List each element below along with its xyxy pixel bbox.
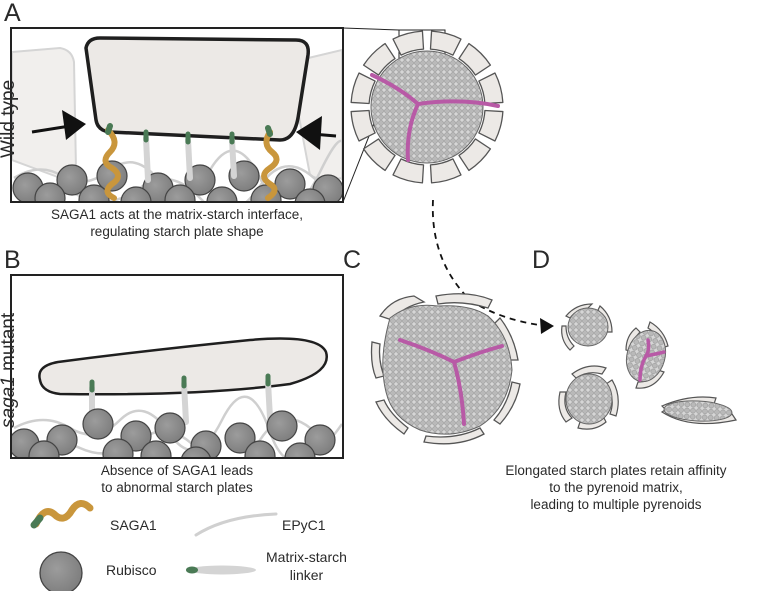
rubisco-particle [140,440,172,457]
rubisco-particle [82,408,114,440]
tubules-wt [370,73,500,162]
rubisco-particle [96,160,128,192]
mini-pyrenoid-1 [561,303,613,351]
starch-plate-wt [84,36,310,142]
saga1-mutant-label: saga1 mutant [0,313,20,428]
starch-sheath-plate [429,30,462,56]
legend-linker-line1: Matrix-starch [266,549,347,565]
panel-label-d: D [532,246,551,274]
starch-sheath-plate [478,109,504,142]
legend-epyc1-label: EPyC1 [282,517,326,533]
rubisco-particle [102,438,134,457]
legend-rubisco-swatch [39,551,83,591]
starch-sheath-plate [458,42,492,76]
transition-arrowhead [540,318,554,334]
legend-linker-swatch [188,565,256,575]
caption-a-line1: SAGA1 acts at the matrix-starch interfac… [50,207,304,222]
caption-d-line1: Elongated starch plates retain affinity [505,463,727,478]
legend-epyc1-swatch [194,512,278,537]
rubisco-particle [266,410,298,442]
tubules-c [398,338,504,426]
pyrenoids-d [558,303,737,430]
starch-sheath-plate [429,158,462,184]
rubisco-particle [206,186,238,201]
caption-a-line2: regulating starch plate shape [90,224,264,239]
rubisco-particle [120,186,152,201]
starch-plate-mutant [38,337,328,396]
starch-sheath-plate [458,138,492,172]
rubisco-particle [78,184,110,201]
caption-b-line1: Absence of SAGA1 leads [100,463,254,478]
starch-sheath-plate [350,72,376,105]
legend-saga1-label: SAGA1 [110,517,157,533]
starch-sheath-c [370,293,521,445]
caption-d-line3: leading to multiple pyrenoids [530,497,702,512]
legend-linker-label: Matrix-starch linker [266,548,347,584]
caption-a: SAGA1 acts at the matrix-starch interfac… [0,206,354,240]
pyrenoid-c [370,293,521,445]
starch-sheath-plate [392,30,425,56]
rubisco-layer-b [12,408,336,457]
starch-sheath-plate [362,42,396,76]
rubisco-particle [154,412,186,444]
mini-pyrenoid-4 [660,396,737,425]
saga1-a [102,123,280,201]
panel-label-c: C [343,246,362,274]
tubules-d [638,338,666,382]
starch-sheath-plate [392,158,425,184]
rubisco-particle [181,446,211,457]
rubisco-particle [294,188,326,201]
starch-sheath-plate [350,109,376,142]
rubisco-particle [224,422,256,454]
pyrenoid-wt [350,30,504,184]
rubisco-particle [34,182,66,201]
rubisco-particle [284,442,316,457]
mini-pyrenoid-2 [625,321,669,389]
panel-label-b: B [4,246,21,274]
saga1-mutant-rest: mutant [0,312,19,377]
starch-sheath-plate [478,72,504,105]
rubisco-particle [56,164,88,196]
rubisco-particle [274,168,306,200]
saga1-mutant-italic: saga1 [0,376,19,428]
legend-linker-line2: linker [289,567,324,583]
legend-rubisco-label: Rubisco [106,562,157,578]
panel-b-box [10,274,344,459]
caption-b-line2: to abnormal starch plates [101,480,253,495]
caption-d: Elongated starch plates retain affinity … [470,462,762,513]
caption-b: Absence of SAGA1 leads to abnormal starc… [0,462,354,496]
linkers-a [143,129,237,183]
pressure-arrows [31,110,337,150]
caption-d-line2: to the pyrenoid matrix, [549,480,683,495]
starch-sheath-plate [362,138,396,172]
panel-label-a: A [4,0,21,27]
mini-pyrenoid-3 [558,365,619,430]
rubisco-particle [244,440,276,457]
rubisco-particle [28,440,60,457]
panel-a-box [10,27,344,203]
rubisco-particle [164,184,196,201]
rubisco-particle [304,424,336,456]
wild-type-label: Wild type [0,79,19,158]
legend [30,500,278,591]
legend-saga1-swatch [32,500,94,528]
